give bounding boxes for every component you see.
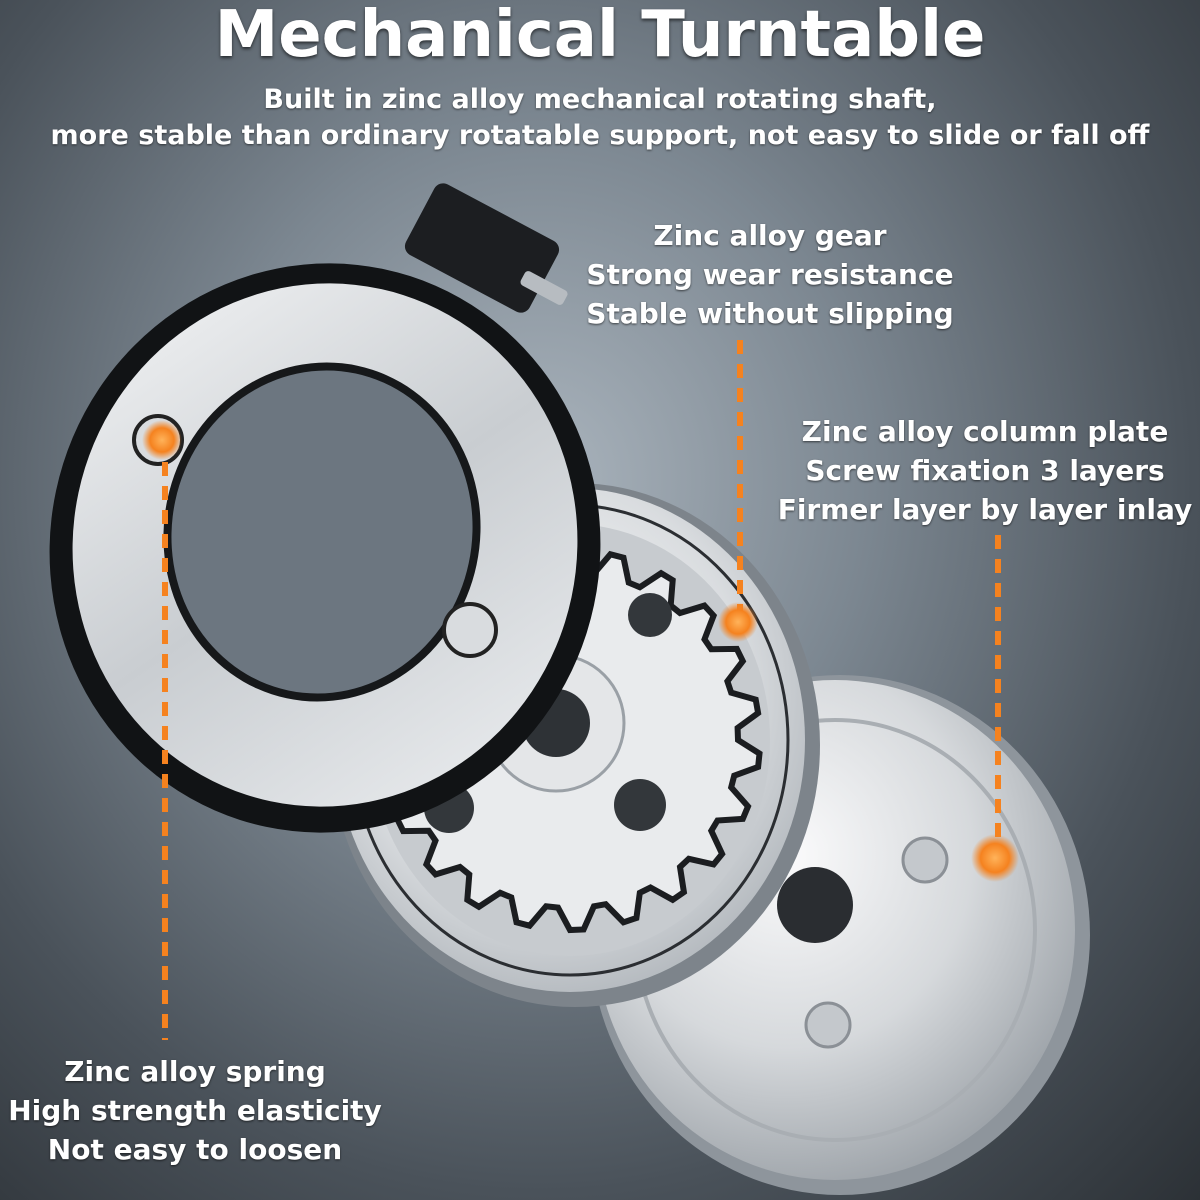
subtitle-line-1: Built in zinc alloy mechanical rotating …	[263, 84, 937, 115]
callout-gear: Zinc alloy gear Strong wear resistance S…	[560, 216, 980, 333]
spring-marker-dot	[142, 420, 182, 460]
callout-plate-line-3: Firmer layer by layer inlay	[777, 493, 1193, 526]
subtitle: Built in zinc alloy mechanical rotating …	[0, 82, 1200, 154]
plate-hole	[777, 867, 853, 943]
callout-leaders	[142, 340, 1019, 1040]
callout-plate-line-1: Zinc alloy column plate	[801, 415, 1169, 448]
callout-gear-line-1: Zinc alloy gear	[653, 219, 887, 252]
callout-spring-line-3: Not easy to loosen	[47, 1133, 343, 1166]
plate-stud	[901, 836, 949, 884]
callout-spring: Zinc alloy spring High strength elastici…	[0, 1052, 390, 1169]
plate-stud	[804, 1001, 852, 1049]
callout-gear-line-2: Strong wear resistance	[586, 258, 954, 291]
callout-plate: Zinc alloy column plate Screw fixation 3…	[770, 412, 1200, 529]
page-title: Mechanical Turntable	[214, 0, 986, 72]
callout-plate-line-2: Screw fixation 3 layers	[805, 454, 1165, 487]
ring-screw	[442, 602, 498, 658]
gear-marker-dot	[718, 602, 758, 642]
spring-ring	[49, 183, 601, 833]
ring-clip	[404, 183, 560, 313]
subtitle-line-2: more stable than ordinary rotatable supp…	[50, 120, 1150, 151]
gear-hole	[614, 779, 666, 831]
callout-spring-line-1: Zinc alloy spring	[64, 1055, 326, 1088]
plate-marker-dot	[971, 834, 1019, 882]
callout-spring-line-2: High strength elasticity	[8, 1094, 382, 1127]
gear-hole	[628, 593, 672, 637]
callout-gear-line-3: Stable without slipping	[586, 297, 954, 330]
